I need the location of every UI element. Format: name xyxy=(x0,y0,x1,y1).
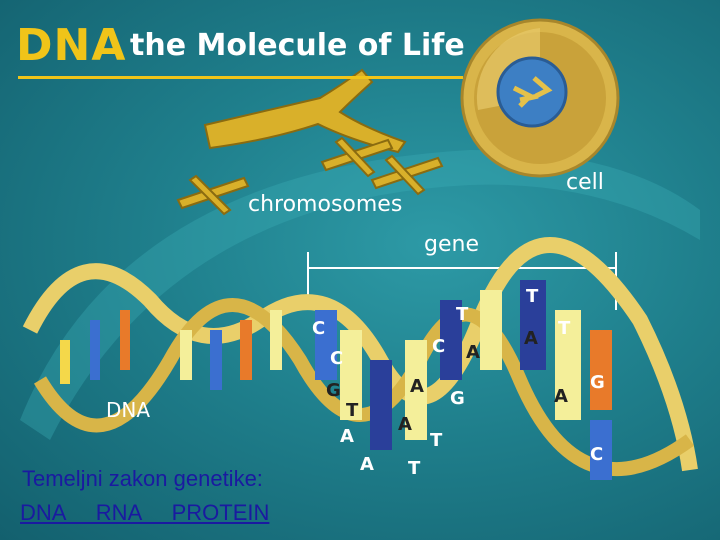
base-letter: A xyxy=(340,426,354,447)
chromosome-small-icon xyxy=(176,136,444,216)
label-cell: cell xyxy=(566,170,604,195)
chromosome-large-icon xyxy=(203,68,407,154)
base-letter: T xyxy=(346,400,359,421)
base-letter: C xyxy=(432,336,445,357)
base-letter: A xyxy=(554,386,568,407)
cell-icon xyxy=(460,18,620,178)
base-letter: C xyxy=(312,318,325,339)
base-letter: T xyxy=(558,318,571,339)
title-dna: DNA xyxy=(16,20,127,71)
base-letter: A xyxy=(410,376,424,397)
base-pairs xyxy=(60,280,612,480)
base-letter: G xyxy=(590,372,605,393)
base-letter: T xyxy=(430,430,443,451)
base-letter: C xyxy=(590,444,603,465)
label-gene: gene xyxy=(424,232,479,257)
label-chromosomes: chromosomes xyxy=(248,192,403,217)
base-letter: G xyxy=(450,388,465,409)
caption-text: Temeljni zakon genetike: xyxy=(22,466,263,491)
base-letter: A xyxy=(466,342,480,363)
base-letter: T xyxy=(456,304,469,325)
base-letter: T xyxy=(408,458,421,479)
base-letter: A xyxy=(398,414,412,435)
base-letter: A xyxy=(524,328,538,349)
base-letter: C xyxy=(330,348,343,369)
page-title: the Molecule of Life xyxy=(130,28,465,63)
title-underline xyxy=(18,76,463,79)
base-letter: G xyxy=(326,380,341,401)
central-dogma-flow: DNA RNA PROTEIN xyxy=(20,500,270,525)
base-letter: T xyxy=(526,286,539,307)
base-letters: C C G T A A T A A G C A T T A T A G C T xyxy=(312,286,605,479)
label-dna: DNA xyxy=(106,398,151,422)
base-letter: A xyxy=(360,454,374,475)
dna-strand-a xyxy=(22,237,698,472)
